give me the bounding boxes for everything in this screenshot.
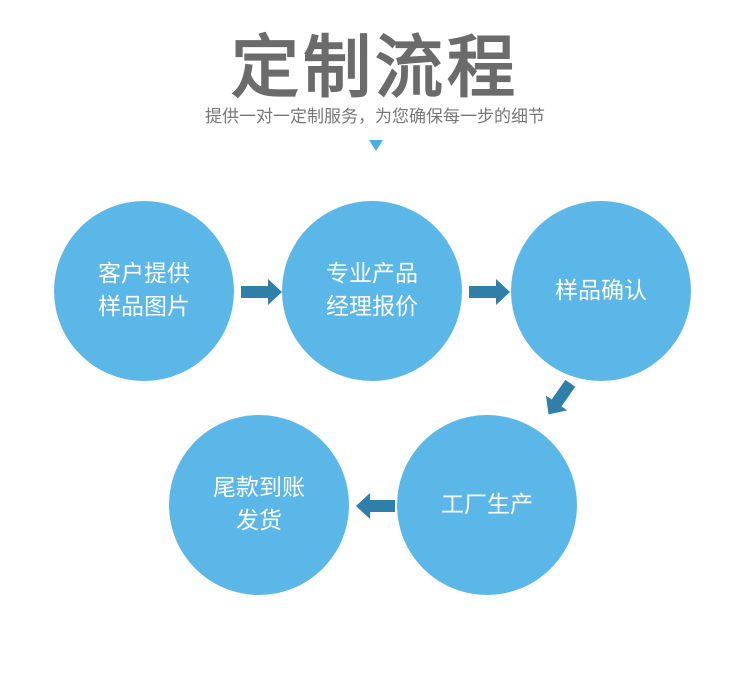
step-label: 尾款到账 <box>213 475 305 501</box>
step-5-payment-shipping: 尾款到账发货 <box>169 415 349 595</box>
step-4-production: 工厂生产 <box>397 415 577 595</box>
page-title: 定制流程 <box>230 29 519 108</box>
step-1-sample-images: 客户提供样品图片 <box>54 201 234 381</box>
step-label: 经理报价 <box>326 294 418 320</box>
arrow-down-left-icon <box>545 379 576 415</box>
step-label: 发货 <box>236 508 282 534</box>
step-label: 客户提供 <box>98 261 190 287</box>
down-triangle-icon <box>369 140 383 151</box>
page-subtitle: 提供一对一定制服务，为您确保每一步的细节 <box>205 107 545 127</box>
step-3-sample-confirm: 样品确认 <box>511 201 691 381</box>
arrow-right-icon <box>241 279 282 305</box>
step-label: 专业产品 <box>326 261 418 287</box>
step-label: 工厂生产 <box>441 491 533 518</box>
step-2-quote: 专业产品经理报价 <box>282 201 462 381</box>
step-label: 样品确认 <box>555 277 647 304</box>
arrow-right-icon <box>469 279 510 305</box>
step-label: 样品图片 <box>98 294 190 320</box>
arrow-left-icon <box>356 493 395 519</box>
